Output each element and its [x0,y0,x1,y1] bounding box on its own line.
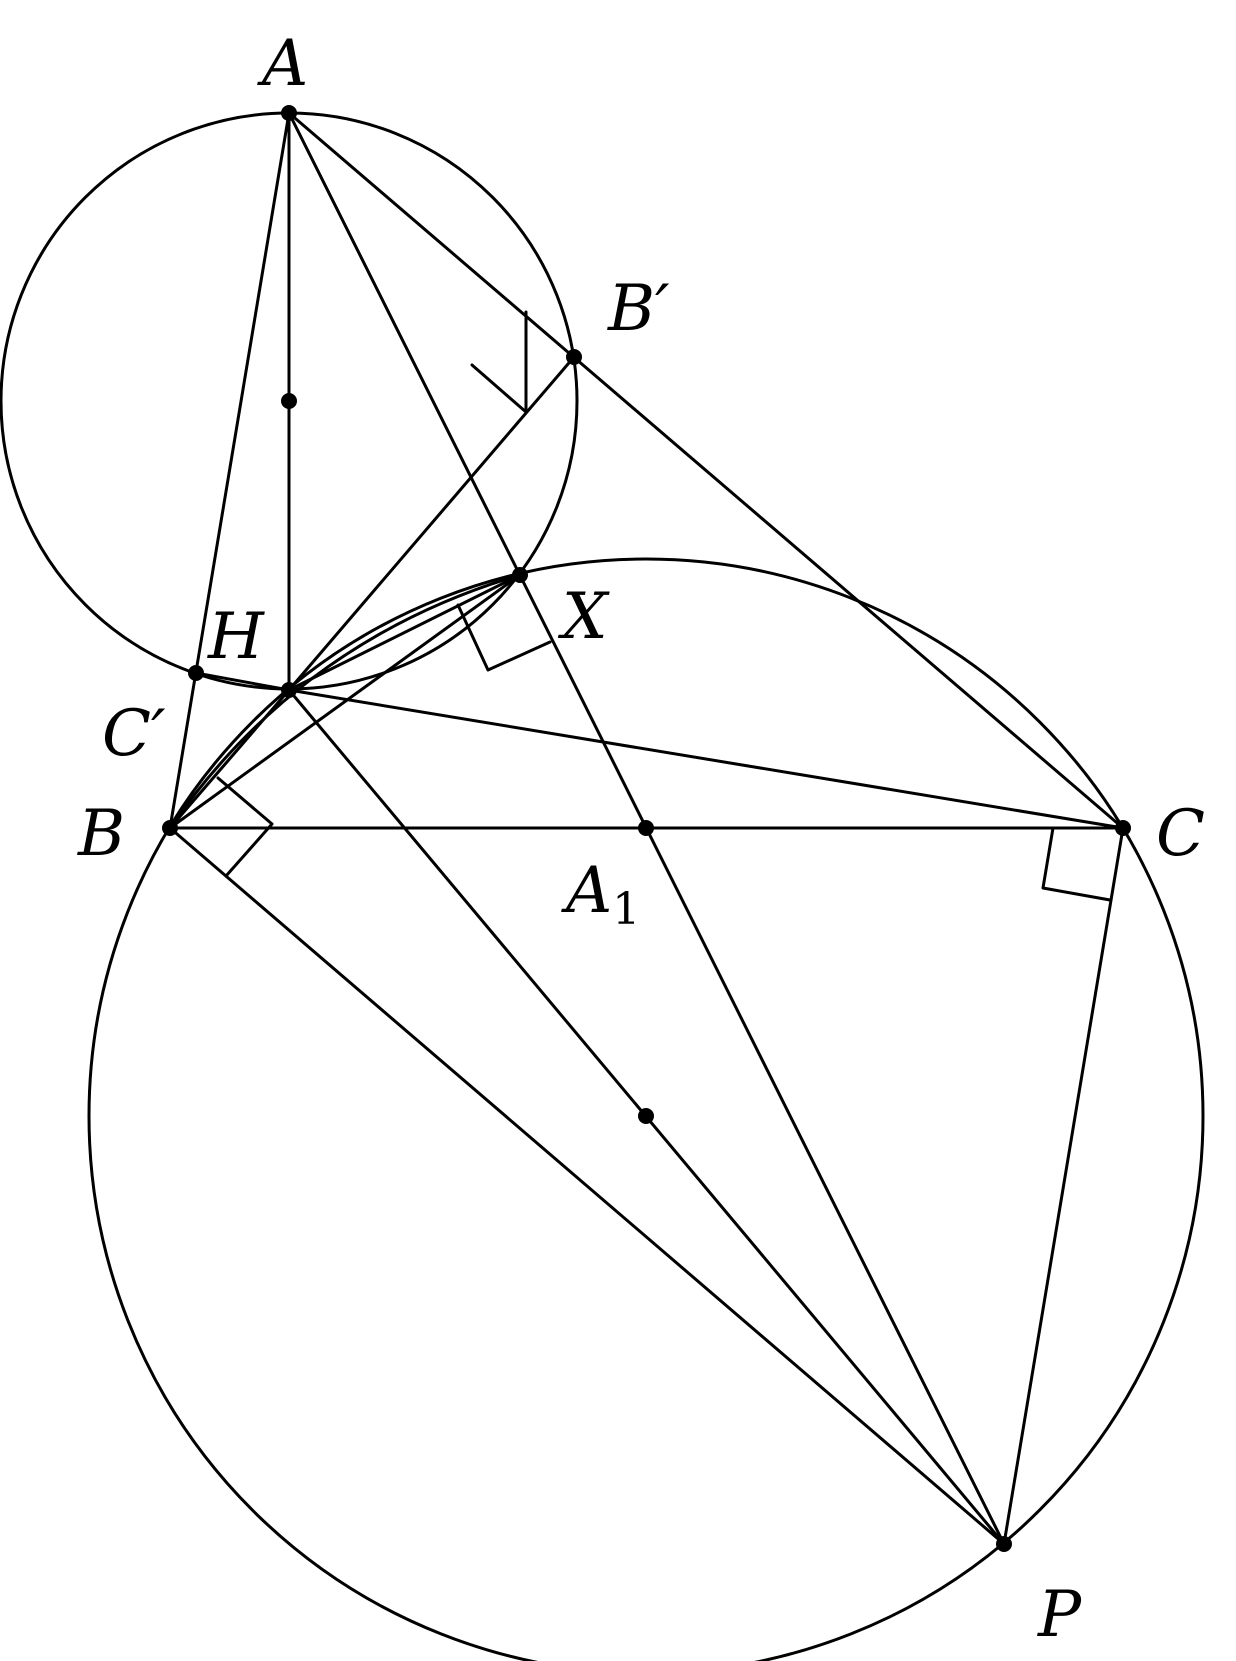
label-A: A [257,27,308,101]
right-angle-mark-B-C-P [1041,826,1112,902]
right-angle-mark-A-Bp-H [470,310,528,414]
point-X [512,567,528,583]
point-P [996,1536,1012,1552]
label-H: H [207,600,265,674]
point-B [162,820,178,836]
segment-C-P [1002,826,1125,1546]
label-Cp: C′ [102,697,166,771]
segment-H-C [287,688,1125,830]
segment-B-P [168,826,1006,1546]
point-Bp [566,349,582,365]
segment-A-B [168,111,291,830]
point-circle-BHCP-center [638,1108,654,1124]
label-A1: A1 [561,854,640,935]
point-A [281,105,297,121]
circle-through-B-C-P-H-X [87,557,1205,1661]
right-angle-mark-H-X-P [456,603,552,672]
segment-H-X [287,573,522,692]
point-circle-AH-center [281,393,297,409]
point-H [281,682,297,698]
segment-A-C [287,111,1125,830]
arc-B-X [168,573,522,830]
label-P: P [1037,1578,1082,1652]
label-Bp: B′ [607,272,670,346]
label-C: C [1156,797,1205,871]
point-A1 [638,820,654,836]
point-C [1115,820,1131,836]
point-Cp [188,665,204,681]
right-angle-mark-B-H-P [216,776,274,878]
label-X: X [557,580,610,654]
segment-Cp-H [194,671,291,692]
label-B: B [77,797,125,871]
